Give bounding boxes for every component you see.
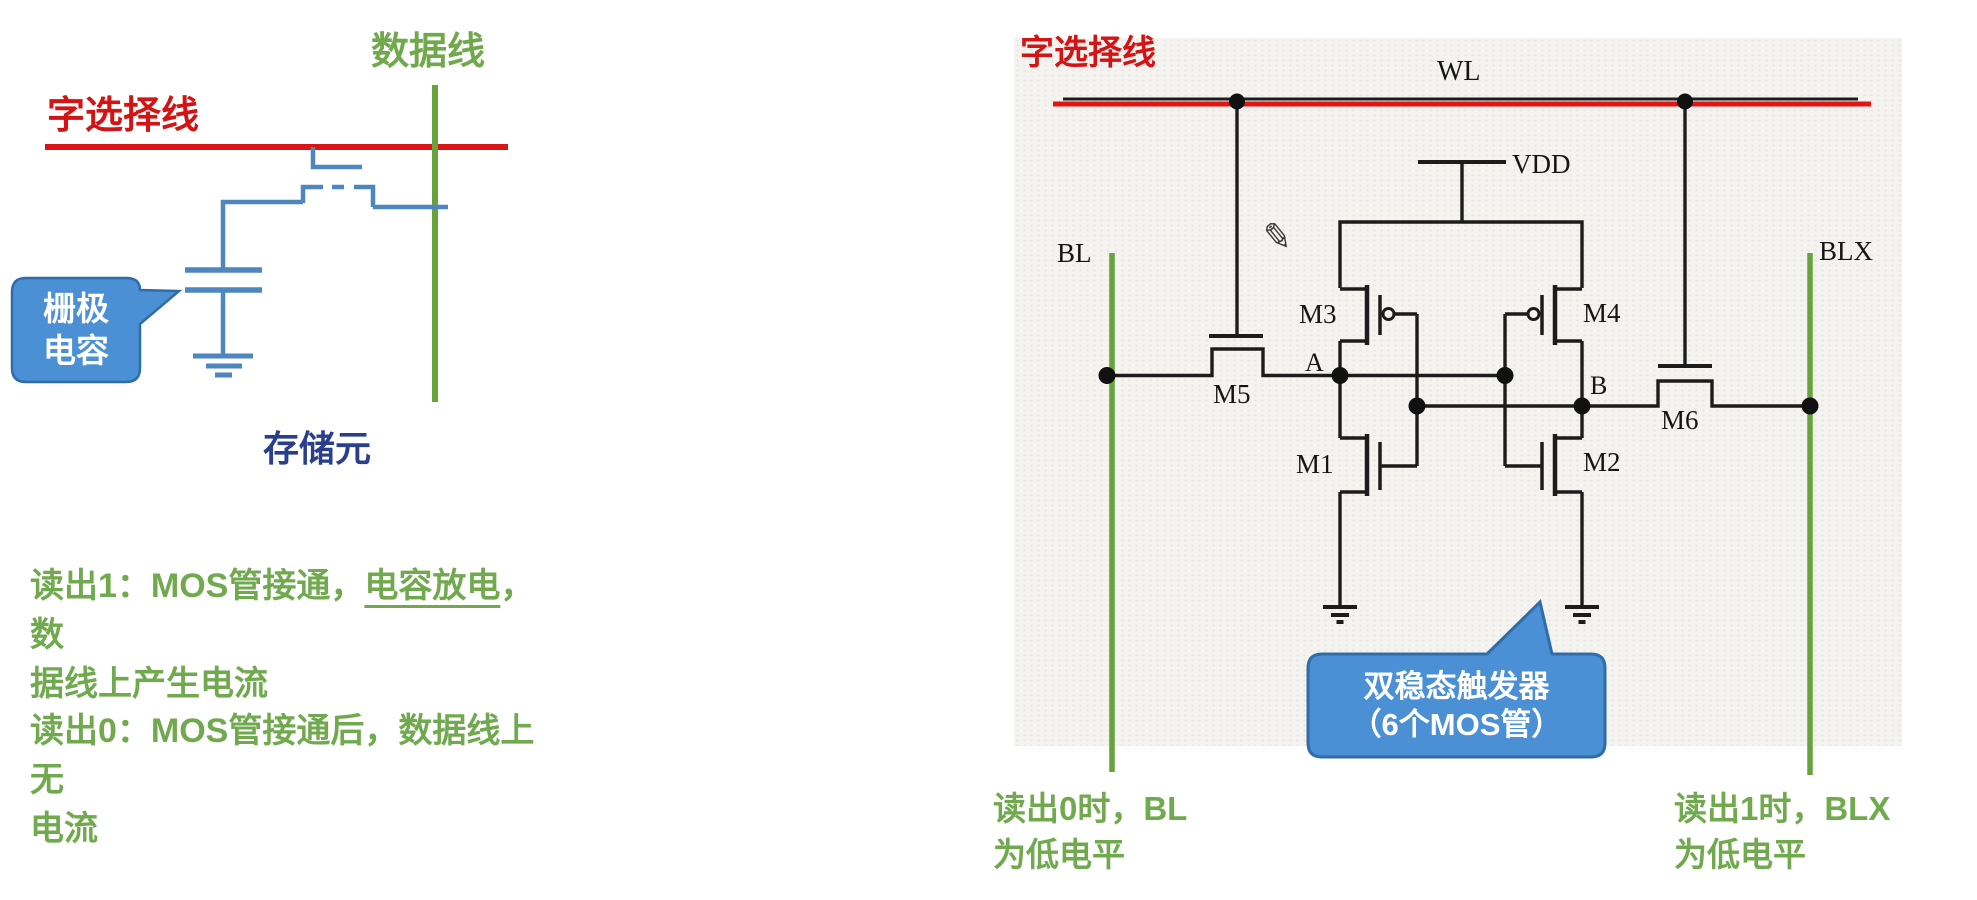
m1-label: M1 xyxy=(1296,449,1334,479)
node-a xyxy=(1331,367,1349,384)
nodeA-gate-node xyxy=(1496,367,1514,384)
gate-cap-callout-bubble xyxy=(10,276,183,384)
gate-cap-callout: 栅极 电容 xyxy=(12,278,140,382)
bl-label: BL xyxy=(1057,238,1092,268)
nodeB-to-blx-wire xyxy=(1417,379,1810,408)
gate-cap-callout-line1: 栅极 xyxy=(43,290,109,327)
sram-figure-panel xyxy=(1014,38,1902,746)
dram-channel-right xyxy=(354,184,376,207)
data-line-label: 数据线 xyxy=(371,31,486,73)
read1-note-line2: 据线上产生电流 xyxy=(30,665,268,703)
m3-arms xyxy=(1340,287,1367,343)
nodeB-gate-node xyxy=(1408,397,1426,415)
m3-label: M3 xyxy=(1299,299,1337,329)
blx-read-note-line2: 为低电平 xyxy=(1674,836,1806,873)
flipflop-callout-line2: （6个MOS管） xyxy=(1350,706,1563,742)
m5-label: M5 xyxy=(1213,379,1251,409)
right-word-line-label: 字选择线 xyxy=(1020,34,1156,72)
wl-m5-node xyxy=(1229,93,1245,110)
vdd-rail xyxy=(1338,220,1584,288)
dram-source-wire xyxy=(220,199,303,268)
bl-to-nodeA-wire xyxy=(1107,347,1505,378)
m6-label: M6 xyxy=(1661,405,1699,435)
dram-channel-left xyxy=(300,184,323,203)
m1-arms xyxy=(1340,436,1367,494)
flipflop-callout-bubble xyxy=(1306,599,1607,759)
connection-dots xyxy=(1098,93,1819,415)
gate-cap-callout-line2: 电容 xyxy=(43,332,109,369)
blx-read-note: 读出1时，BLX 为低电平 xyxy=(1674,786,1890,878)
m1-ground-symbol xyxy=(1323,605,1357,624)
bl-read-note-line1: 读出0时，BL xyxy=(993,790,1188,827)
storage-cell-label: 存储元 xyxy=(263,428,372,469)
read0-note-line1: 读出0：MOS管接通后，数据线上无 xyxy=(30,712,535,799)
node-a-label: A xyxy=(1305,348,1324,377)
read0-note: 读出0：MOS管接通后，数据线上无 电流 xyxy=(30,707,560,854)
m4-label: M4 xyxy=(1583,298,1621,328)
m4-pmos-bubble xyxy=(1526,307,1541,321)
read1-note: 读出1：MOS管接通，电容放电，数 据线上产生电流 xyxy=(30,562,560,709)
blx-node xyxy=(1801,397,1819,415)
read1-note-post: ，数 xyxy=(30,567,535,654)
read1-note-underlined: 电容放电 xyxy=(364,567,501,605)
sram-circuit xyxy=(1107,102,1810,624)
wl-label: WL xyxy=(1437,56,1481,87)
m2-ground-symbol xyxy=(1565,605,1599,624)
dram-cell-circuit xyxy=(185,147,448,378)
flipflop-callout: 双稳态触发器 （6个MOS管） xyxy=(1308,654,1605,757)
m2-arms xyxy=(1555,436,1582,494)
m2-label: M2 xyxy=(1583,447,1621,477)
m4-arms xyxy=(1555,287,1582,343)
bl-read-note: 读出0时，BL 为低电平 xyxy=(993,786,1187,878)
bl-node xyxy=(1098,367,1116,384)
blx-read-note-line1: 读出1时，BLX xyxy=(1674,790,1891,827)
node-b xyxy=(1573,397,1591,415)
bl-read-note-line2: 为低电平 xyxy=(993,836,1125,873)
vdd-label: VDD xyxy=(1512,149,1571,179)
flipflop-callout-line1: 双稳态触发器 xyxy=(1363,668,1550,704)
read0-note-line2: 电流 xyxy=(30,810,98,848)
left-word-line-label: 字选择线 xyxy=(47,95,200,137)
m3-pmos-bubble xyxy=(1381,307,1396,321)
wl-m6-node xyxy=(1677,93,1693,110)
node-b-label: B xyxy=(1590,371,1608,400)
pencil-icon: ✎ xyxy=(1259,214,1295,259)
dram-gate-wire xyxy=(310,147,362,170)
blx-label: BLX xyxy=(1819,236,1873,266)
read1-note-pre: 读出1：MOS管接通， xyxy=(30,567,365,605)
